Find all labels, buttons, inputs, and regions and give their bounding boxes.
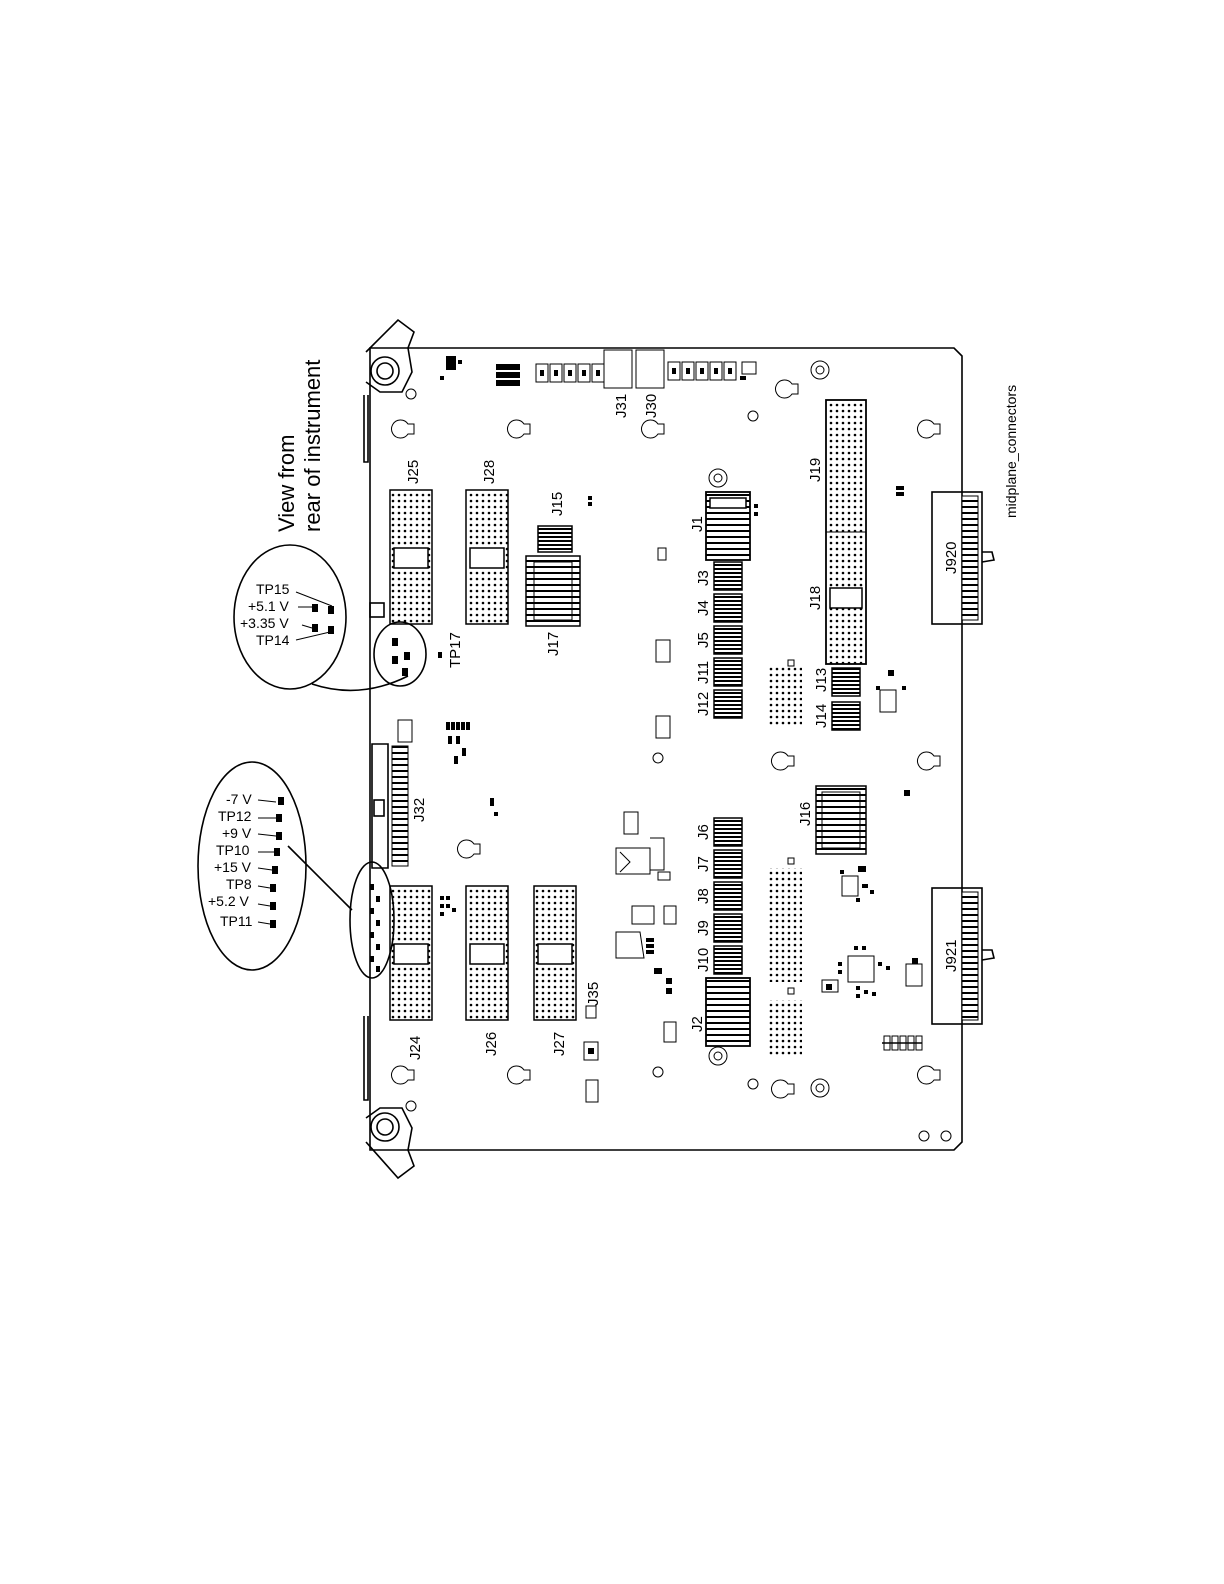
callout-lower-tp8: TP8 bbox=[226, 876, 252, 892]
connector-j920-j921 bbox=[932, 492, 994, 1024]
label-j3: J3 bbox=[695, 570, 712, 586]
label-j15: J15 bbox=[549, 492, 566, 516]
label-j14: J14 bbox=[813, 704, 830, 728]
connector-j18-j19 bbox=[826, 400, 866, 664]
label-j27: J27 bbox=[551, 1032, 568, 1056]
small-connector-blocks bbox=[714, 562, 742, 974]
callout-upper-3v35: +3.35 V bbox=[240, 615, 289, 631]
label-j5: J5 bbox=[695, 632, 712, 648]
label-j11: J11 bbox=[695, 661, 712, 684]
label-j920: J920 bbox=[943, 541, 960, 574]
label-j17: J17 bbox=[545, 632, 562, 656]
right-side-ics bbox=[822, 866, 922, 1050]
callout-lower-15v: +15 V bbox=[214, 859, 252, 875]
label-j4: J4 bbox=[695, 600, 712, 616]
label-j26: J26 bbox=[483, 1032, 500, 1056]
label-j24: J24 bbox=[407, 1036, 424, 1060]
label-j6: J6 bbox=[695, 824, 712, 840]
label-j7: J7 bbox=[695, 856, 712, 872]
callout-lower-9v: +9 V bbox=[222, 825, 252, 841]
label-j16: J16 bbox=[797, 802, 814, 826]
label-j921: J921 bbox=[943, 939, 960, 972]
label-j31: J31 bbox=[613, 394, 630, 418]
label-j35: J35 bbox=[585, 982, 602, 1006]
label-j32: J32 bbox=[411, 798, 428, 822]
callout-lower-tp12: TP12 bbox=[218, 808, 252, 824]
label-j10: J10 bbox=[695, 948, 712, 972]
label-j8: J8 bbox=[695, 888, 712, 904]
label-j13: J13 bbox=[813, 668, 830, 692]
pin-fields bbox=[768, 660, 802, 1056]
label-j9: J9 bbox=[695, 920, 712, 936]
label-j2: J2 bbox=[689, 1016, 706, 1032]
callout-lower-5v2: +5.2 V bbox=[208, 893, 250, 909]
callout-upper-5v1: +5.1 V bbox=[248, 598, 290, 614]
mounting-holes bbox=[392, 361, 951, 1141]
board-outline bbox=[364, 320, 962, 1178]
label-j30: J30 bbox=[643, 394, 660, 418]
callout-lower-tp11: TP11 bbox=[220, 913, 253, 929]
callout-upper-tp15: TP15 bbox=[256, 581, 290, 597]
caption-line1: View from bbox=[274, 435, 299, 532]
label-j12: J12 bbox=[695, 692, 712, 716]
callout-upper-tp14: TP14 bbox=[256, 632, 290, 648]
label-j18: J18 bbox=[807, 586, 824, 610]
label-j19: J19 bbox=[807, 458, 824, 482]
label-j28: J28 bbox=[481, 460, 498, 484]
label-tp17: TP17 bbox=[447, 632, 464, 668]
callout-lower-tp10: TP10 bbox=[216, 842, 250, 858]
top-edge-parts bbox=[440, 350, 756, 388]
connector-j32 bbox=[372, 744, 408, 868]
label-j1: J1 bbox=[689, 516, 706, 532]
callout-lower-m7v: -7 V bbox=[226, 791, 252, 807]
label-j25: J25 bbox=[405, 460, 422, 484]
caption-line2: rear of instrument bbox=[300, 360, 325, 532]
connector-j16 bbox=[816, 786, 910, 854]
figure-id: midplane_connectors bbox=[1003, 385, 1019, 518]
